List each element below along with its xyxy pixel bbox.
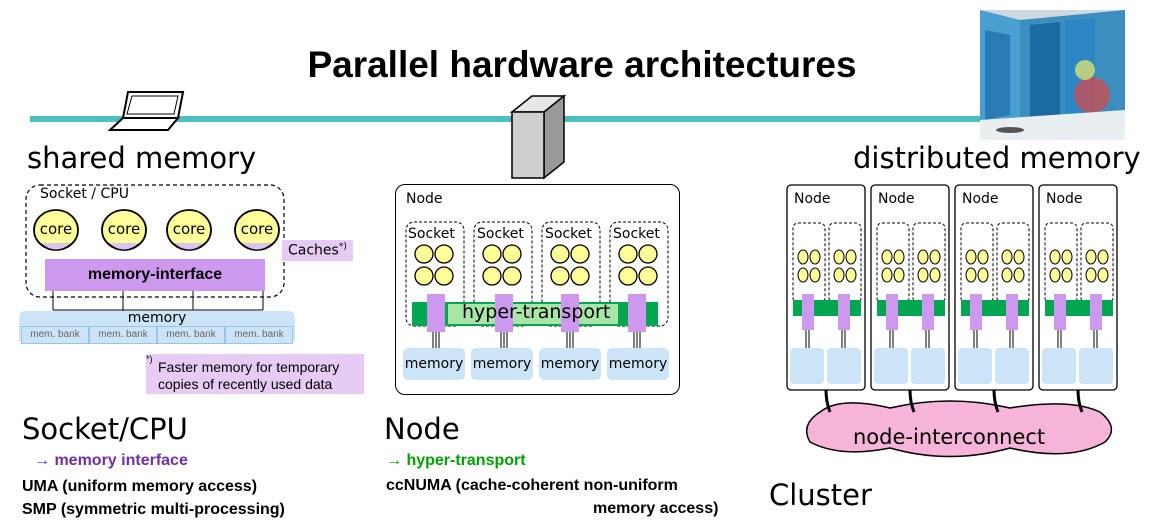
mem-bank-2: mem. bank	[89, 326, 157, 344]
node-diagram	[403, 221, 669, 380]
cores-row	[33, 209, 280, 251]
node-socket-label-1: Socket	[408, 226, 455, 242]
server-icon	[509, 94, 567, 180]
laptop-icon	[108, 91, 185, 131]
socket-cpu-label: Socket / CPU	[40, 186, 129, 202]
core-1-icon	[33, 209, 79, 251]
core-label-1: core	[39, 220, 73, 238]
hyper-transport-arrow-text: → hyper-transport	[386, 452, 526, 469]
shared-memory-label: memory	[127, 310, 187, 326]
core-2-icon	[101, 209, 147, 251]
node-label: Node	[406, 191, 443, 207]
node-memory-4: memory	[608, 356, 668, 372]
node-socket-label-4: Socket	[613, 226, 660, 242]
core-label-2: core	[107, 220, 141, 238]
node-socket-label-3: Socket	[545, 226, 592, 242]
smp-text: SMP (symmetric multi-processing)	[22, 501, 285, 518]
footnote-mark: *)	[146, 354, 153, 364]
core-label-3: core	[172, 220, 206, 238]
cluster-node-label-1: Node	[794, 191, 831, 207]
node-heading: Node	[384, 412, 460, 446]
mem-bank-1: mem. bank	[21, 326, 89, 344]
footnote-line-2: copies of recently used data	[158, 376, 333, 392]
node-memory-1: memory	[404, 356, 464, 372]
ccnuma-text-1: ccNUMA (cache-coherent non-uniform	[386, 477, 678, 494]
core-3-icon	[166, 209, 212, 251]
mem-bank-3: mem. bank	[157, 326, 225, 344]
memory-interface-arrow-text: → memory interface	[34, 452, 188, 469]
shared-memory-heading: shared memory	[27, 141, 257, 175]
mem-bank-4: mem. bank	[225, 326, 293, 344]
node-socket-label-2: Socket	[477, 226, 524, 242]
node-box	[395, 184, 680, 395]
uma-text: UMA (uniform memory access)	[22, 478, 258, 495]
cluster-node-label-3: Node	[962, 191, 999, 207]
cluster-node-label-4: Node	[1046, 191, 1083, 207]
core-label-4: core	[240, 220, 274, 238]
cluster-node-label-2: Node	[878, 191, 915, 207]
supercomputer-photo	[980, 10, 1125, 140]
caches-label: Caches*)	[282, 240, 353, 261]
cluster-node-internals	[790, 222, 1114, 384]
node-memory-2: memory	[472, 356, 532, 372]
core-4-icon	[234, 209, 280, 251]
hyper-transport-label: hyper-transport	[462, 301, 611, 323]
page-title: Parallel hardware architectures	[307, 44, 857, 85]
memory-interface-bar: memory-interface	[45, 259, 265, 291]
cluster-heading: Cluster	[769, 478, 872, 512]
socket-cpu-heading: Socket/CPU	[22, 412, 188, 446]
caches-footnote	[146, 354, 364, 394]
footnote-line-1: Faster memory for temporary	[158, 359, 340, 375]
ccnuma-text-2: memory access)	[593, 500, 719, 517]
distributed-memory-heading: distributed memory	[853, 141, 1141, 175]
node-memory-3: memory	[540, 356, 600, 372]
node-interconnect-label: node-interconnect	[853, 425, 1046, 449]
